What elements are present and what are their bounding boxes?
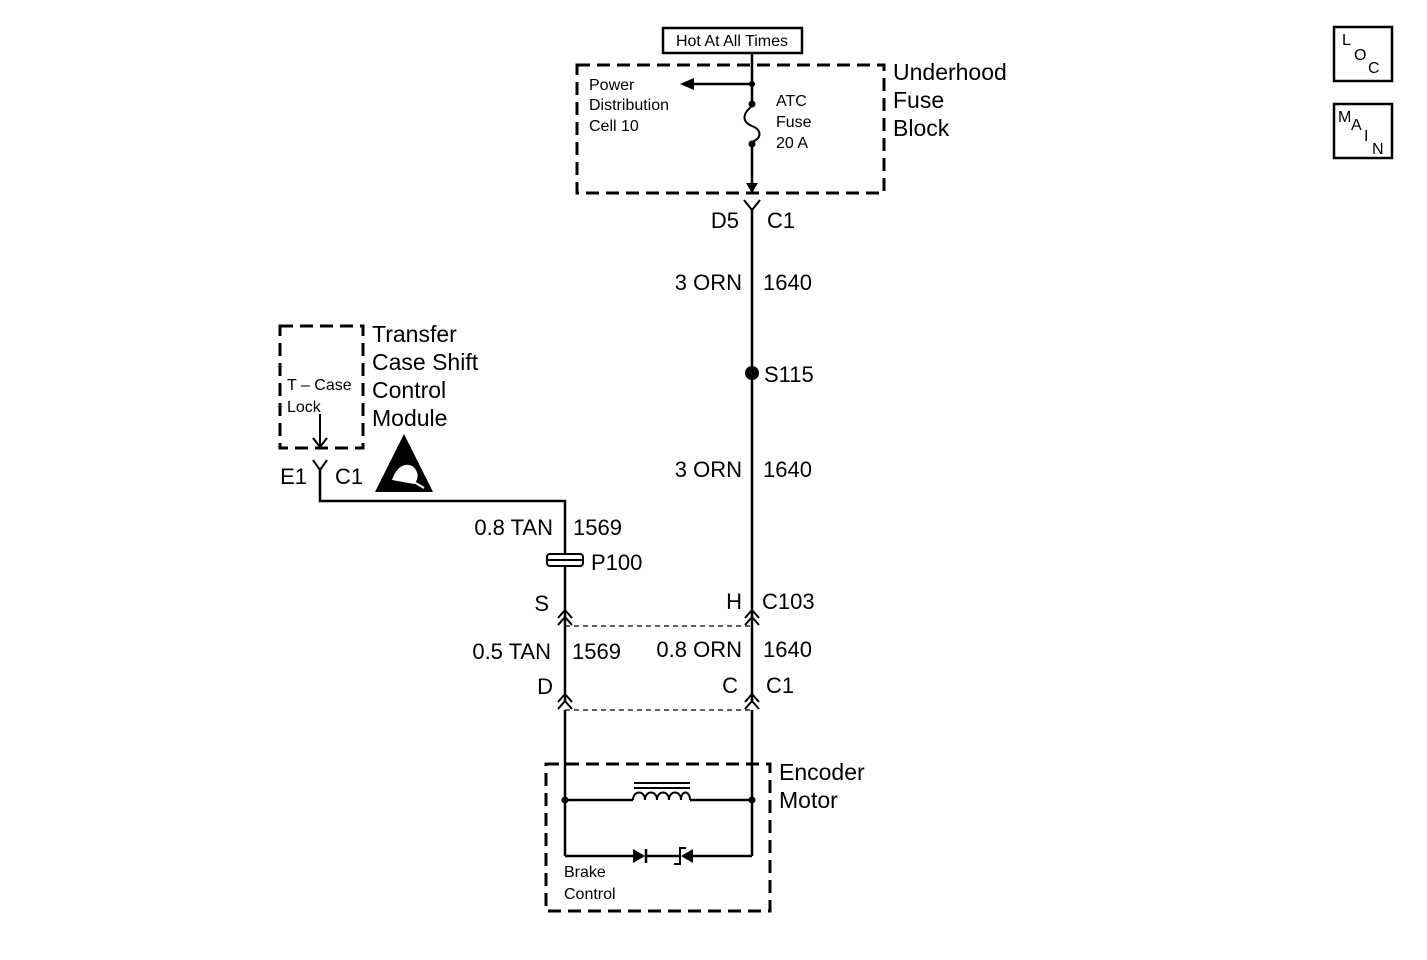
splice-s115-label: S115	[764, 362, 814, 387]
main-letter-m: M	[1338, 109, 1351, 126]
main-letter-n: N	[1372, 141, 1384, 158]
wire-1569-tan-upper	[318, 470, 567, 553]
wire-tan-lower-gauge: 0.5 TAN	[472, 639, 551, 664]
main-button[interactable]: M A I N	[1332, 102, 1394, 160]
brake-control-line2: Control	[564, 886, 616, 903]
wire-tan-upper-gauge: 0.8 TAN	[474, 515, 553, 540]
connector-e1-pin: E1	[280, 464, 307, 489]
connector-c103: S H C103	[534, 589, 815, 627]
main-letter-i: I	[1364, 128, 1368, 145]
fuse-label-line1: ATC	[776, 93, 807, 110]
connector-e1-conn: C1	[335, 464, 363, 489]
t-case-lock-arrow	[312, 437, 328, 449]
connector-e1-symbol	[312, 459, 328, 472]
loc-letter-l: L	[1342, 32, 1351, 49]
power-distribution-line1: Power	[589, 77, 635, 94]
fuse-block-name-line3: Block	[893, 115, 950, 141]
connector-c1-pin-d: D	[537, 674, 553, 699]
connector-c103-pin-h: H	[726, 589, 742, 614]
transfer-module-outline	[278, 324, 365, 450]
fuse-label-line3: 20 A	[776, 135, 808, 152]
encoder-motor-name-line1: Encoder	[779, 759, 865, 785]
transfer-module-name-line2: Case Shift	[372, 349, 479, 375]
wire-orn-lower-gauge: 0.8 ORN	[656, 637, 742, 662]
connector-d5-pin: D5	[711, 208, 739, 233]
main-letter-a: A	[1351, 117, 1362, 134]
motor-coil-symbol	[632, 791, 691, 801]
hot-at-all-times-box: Hot At All Times	[661, 26, 804, 55]
connector-c1-conn: C1	[766, 673, 794, 698]
hot-at-all-times-label: Hot At All Times	[676, 33, 788, 50]
esd-warning-icon	[375, 434, 433, 492]
loc-letter-o: O	[1354, 47, 1366, 64]
power-distribution-line3: Cell 10	[589, 118, 639, 135]
connector-e1-c1: E1 C1	[280, 459, 363, 489]
t-case-lock-line1: T – Case	[287, 377, 352, 394]
connector-c1-pin-c: C	[722, 673, 738, 698]
wire-lower-gauge: 3 ORN	[675, 457, 742, 482]
wire-upper-gauge: 3 ORN	[675, 270, 742, 295]
transfer-module-name-line3: Control	[372, 377, 446, 403]
pass-through-p100: P100	[546, 550, 642, 575]
connector-c103-conn: C103	[762, 589, 815, 614]
fuse-output-arrow	[746, 183, 758, 193]
loc-letter-c: C	[1368, 60, 1380, 77]
wire-tan-upper-circuit: 1569	[573, 515, 622, 540]
pass-through-p100-label: P100	[591, 550, 642, 575]
encoder-motor-outline	[544, 762, 772, 913]
atc-fuse-element	[743, 105, 761, 143]
connector-c1-motor: D C C1	[537, 673, 794, 711]
connector-d5-conn: C1	[767, 208, 795, 233]
power-distribution-line2: Distribution	[589, 97, 669, 114]
fuse-block-name-line2: Fuse	[893, 87, 944, 113]
transfer-module-name-line4: Module	[372, 405, 447, 431]
connector-c103-pin-s: S	[534, 591, 549, 616]
transfer-module-name-line1: Transfer	[372, 321, 457, 347]
fuse-label-line2: Fuse	[776, 114, 812, 131]
encoder-motor: Encoder Motor Brake Control	[544, 710, 865, 913]
wire-lower-circuit: 1640	[763, 457, 812, 482]
fuse-top-terminal	[748, 100, 756, 108]
connector-d5-symbol	[743, 199, 761, 212]
t-case-lock-line2: Lock	[287, 399, 322, 416]
loc-button[interactable]: L O C	[1332, 25, 1394, 83]
brake-diode-icon	[633, 849, 645, 863]
brake-zener-icon	[681, 849, 693, 863]
wire-tan-lower-circuit: 1569	[572, 639, 621, 664]
splice-s115-dot	[745, 366, 759, 380]
fuse-block-outline	[575, 63, 886, 195]
wire-upper-circuit: 1640	[763, 270, 812, 295]
connector-d5-c1: D5 C1	[711, 199, 795, 233]
fuse-block-name-line1: Underhood	[893, 59, 1007, 85]
encoder-motor-name-line2: Motor	[779, 787, 838, 813]
power-distribution-arrow	[680, 78, 694, 90]
wire-orn-lower-circuit: 1640	[763, 637, 812, 662]
transfer-case-shift-control-module: Transfer Case Shift Control Module T – C…	[278, 321, 479, 492]
brake-control-line1: Brake	[564, 864, 606, 881]
underhood-fuse-block: Underhood Fuse Block Power Distribution …	[575, 59, 1007, 195]
